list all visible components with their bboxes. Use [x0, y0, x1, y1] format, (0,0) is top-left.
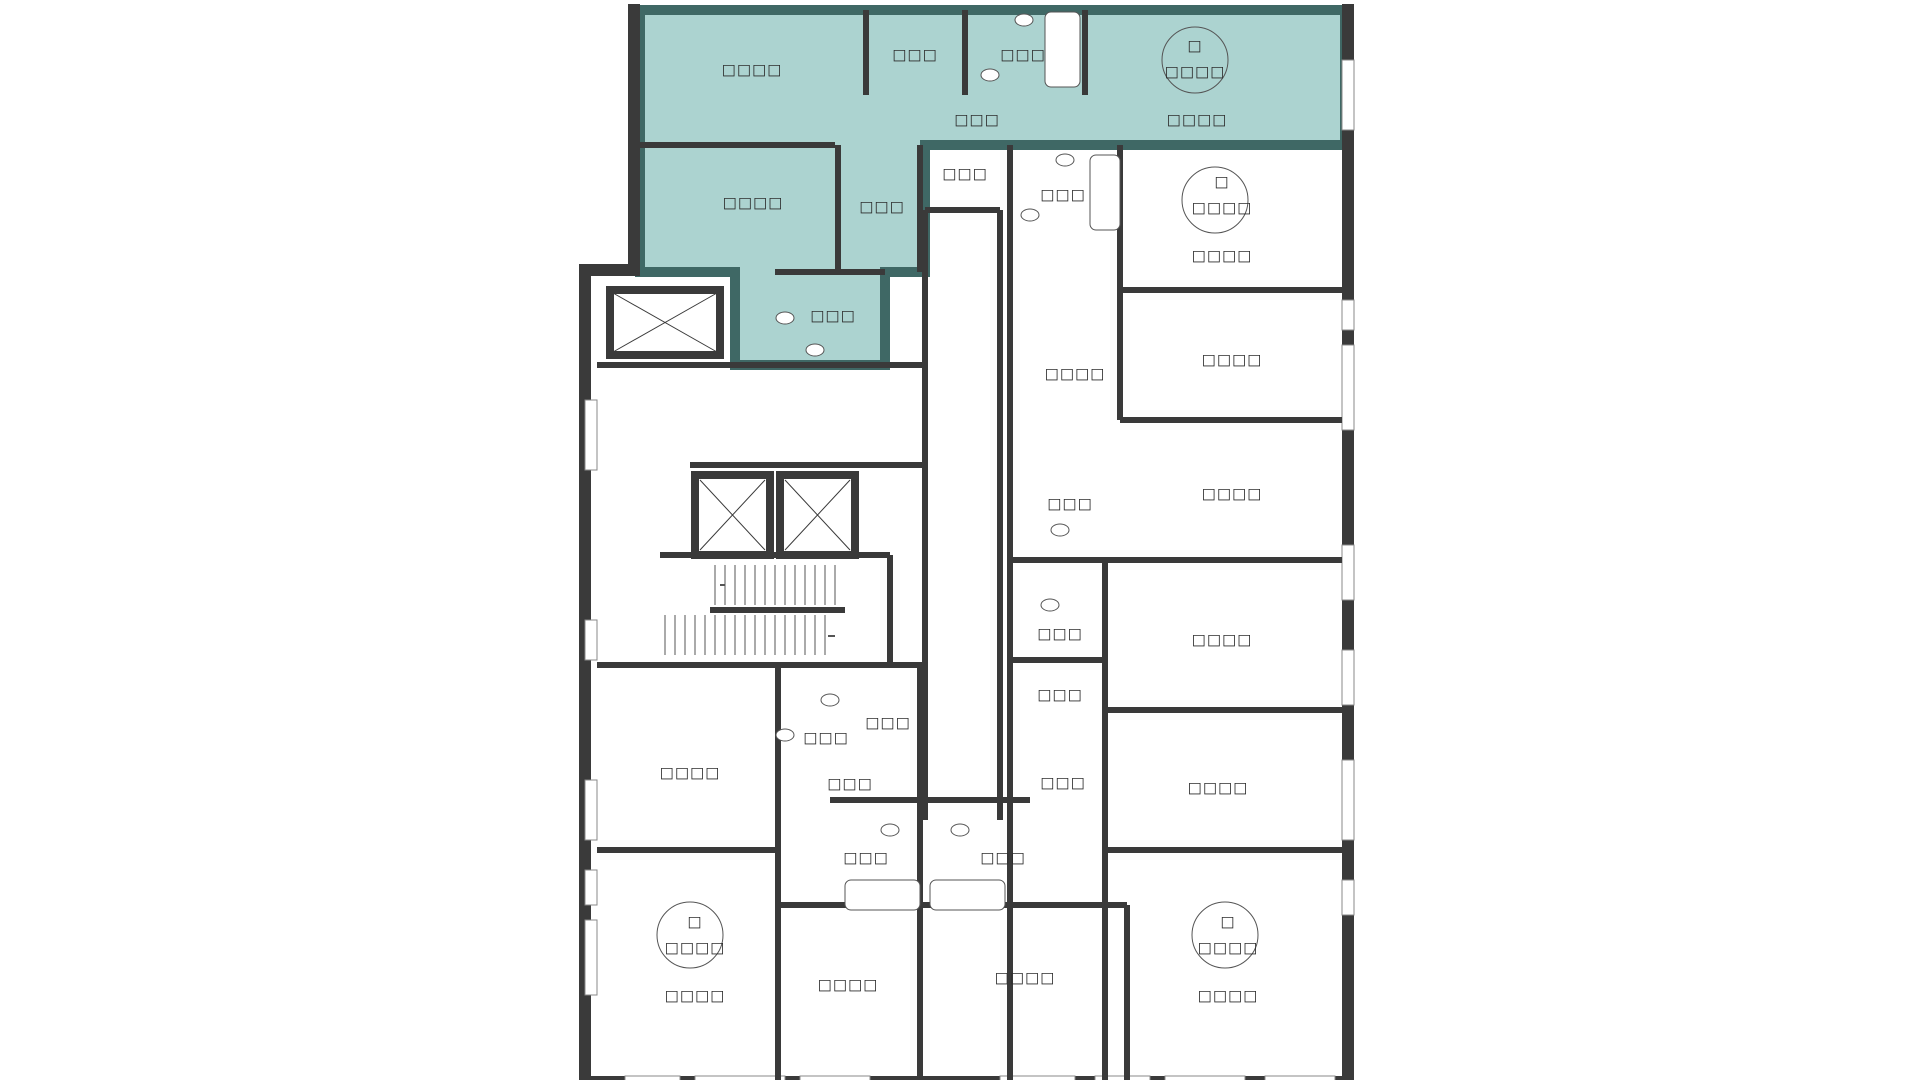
- label-top-balcony-sub: □□□□: [1165, 63, 1226, 81]
- label-r-hall2: □□□: [1037, 686, 1083, 704]
- fixtures: [775, 11, 1121, 911]
- label-top-corridor: □□□: [859, 198, 905, 216]
- label-top-bedroom-left2: □□□□: [723, 194, 784, 212]
- label-b-bath-r: □□□: [980, 849, 1026, 867]
- label-r-hall1: □□□□: [1045, 365, 1106, 383]
- label-top-hall: □□□: [954, 111, 1000, 129]
- label-b-bath-l: □□□: [843, 849, 889, 867]
- label-l-wc: □□□: [865, 714, 911, 732]
- label-top-room-mid: □□□: [892, 46, 938, 64]
- label-r-bath3: □□□: [1037, 625, 1083, 643]
- label-top-wardrobe: □□□: [942, 165, 988, 183]
- label-top-bedroom-right: □□□□: [1167, 111, 1228, 129]
- interior-walls: [597, 10, 1342, 1080]
- label-r-bath1: □□□: [1040, 186, 1086, 204]
- label-r-room6: □□□□: [1198, 987, 1259, 1005]
- staircase: [664, 565, 845, 655]
- label-r-balcony1-mark: □: [1214, 173, 1229, 191]
- label-r-room4: □□□□: [1192, 631, 1253, 649]
- label-l-room: □□□□: [660, 764, 721, 782]
- label-top-living-left: □□□□: [722, 61, 783, 79]
- label-l-balcony-sub: □□□□: [665, 939, 726, 957]
- label-r-room1: □□□□: [1192, 247, 1253, 265]
- label-r-balcony1-sub: □□□□: [1192, 199, 1253, 217]
- label-r-hall3: □□□: [1040, 774, 1086, 792]
- label-r-bath2: □□□: [1047, 495, 1093, 513]
- label-top-bath: □□□: [1000, 46, 1046, 64]
- label-b-room-mid: □□□□: [995, 969, 1056, 987]
- room-labels: □□□□ □□□ □□□ □ □□□□ □□□□ □□□ □□□□ □□□ □□…: [660, 37, 1263, 1005]
- elevators: [606, 286, 859, 559]
- label-l-bath: □□□: [803, 729, 849, 747]
- windows: [584, 59, 1355, 1080]
- balcony-markers: [656, 26, 1259, 969]
- label-l-balcony-mark: □: [687, 913, 702, 931]
- label-r-balcony2-sub: □□□□: [1198, 939, 1259, 957]
- label-r-room5: □□□□: [1188, 779, 1249, 797]
- label-b-room-mid2: □□□□: [818, 976, 879, 994]
- label-top-wc: □□□: [810, 307, 856, 325]
- label-r-room3: □□□□: [1202, 485, 1263, 503]
- label-r-room2: □□□□: [1202, 351, 1263, 369]
- label-top-balcony-mark: □: [1187, 37, 1202, 55]
- label-r-balcony2-mark: □: [1220, 913, 1235, 931]
- label-l-hall: □□□: [827, 775, 873, 793]
- label-l-room-bottom: □□□□: [665, 987, 726, 1005]
